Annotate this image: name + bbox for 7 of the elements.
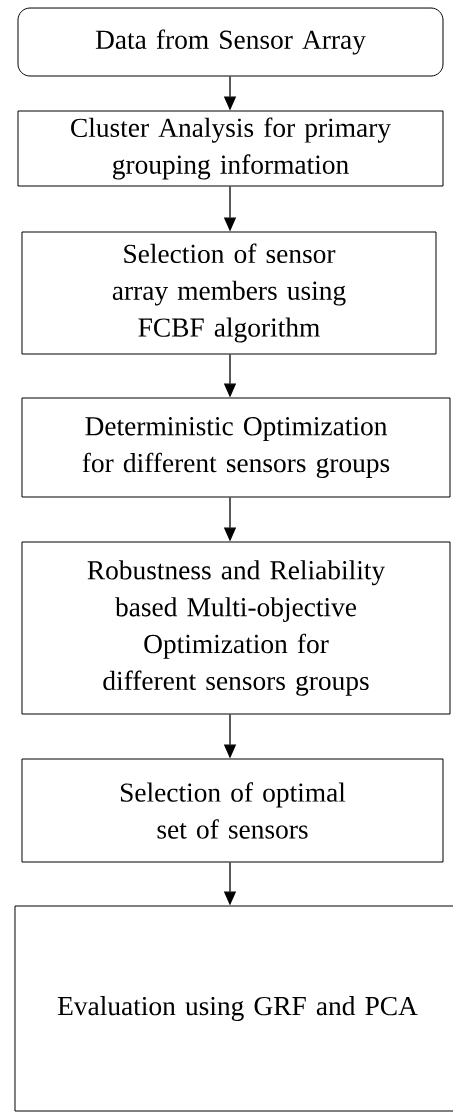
process-box: Selection of optimal set of sensors — [21, 758, 444, 863]
process-box: Cluster Analysis for primary grouping information — [17, 110, 444, 187]
process-box: Robustness and Reliability based Multi-objective Optimization for different sensors groups — [21, 541, 451, 715]
process-box: Selection of sensor array members using FCBF algorithm — [21, 231, 437, 355]
process-box: Deterministic Optimization for different sensors groups — [21, 397, 451, 498]
process-box: Evaluation using GRF and PCA — [14, 905, 453, 1112]
start-box: Data from Sensor Array — [17, 7, 444, 77]
